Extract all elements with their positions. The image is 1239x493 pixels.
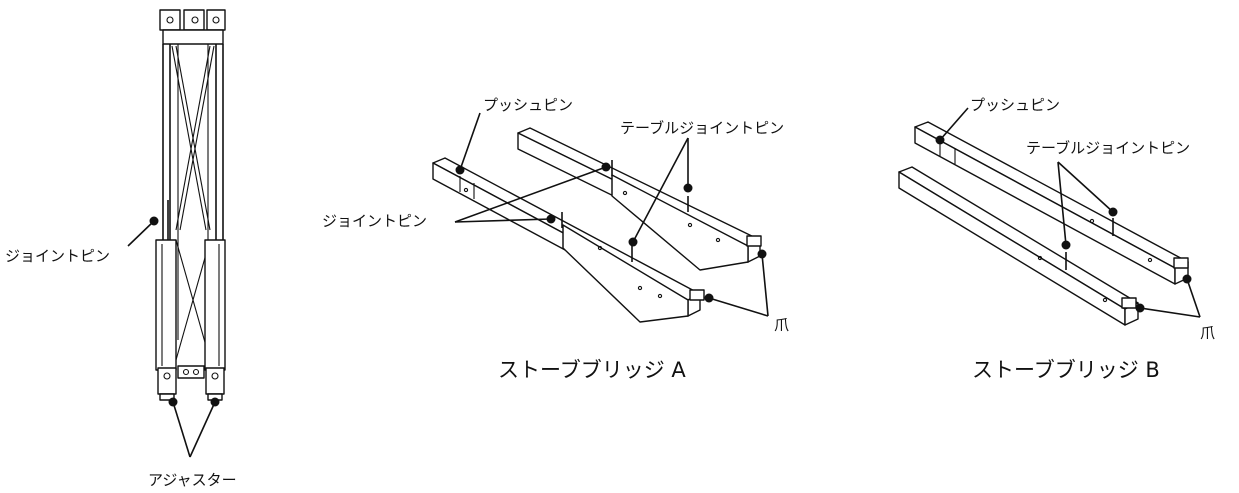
leader-lines-bridge-b [935,107,1201,318]
push-pin-label-a: プッシュピン [483,96,573,114]
claw-label-a: 爪 [774,316,789,334]
folded-stand-illustration [155,9,226,401]
table-joint-pin-label-a: テーブルジョイントピン [620,119,784,137]
stove-bridge-b-caption: ストーブブリッジ B [972,358,1160,382]
stove-bridge-b-illustration [898,121,1189,326]
joint-pin-label-a: ジョイントピン [322,212,427,230]
claw-label-b: 爪 [1200,324,1215,342]
stove-bridge-a-illustration [432,127,762,323]
adjuster-label: アジャスター [148,471,237,489]
stove-bridge-a-caption: ストーブブリッジ A [498,358,686,382]
table-joint-pin-label-b: テーブルジョイントピン [1026,139,1190,157]
leader-lines-bridge-a [454,112,769,317]
joint-pin-label: ジョイントピン [5,247,110,265]
leader-lines-left [127,216,220,458]
push-pin-label-b: プッシュピン [970,96,1060,114]
